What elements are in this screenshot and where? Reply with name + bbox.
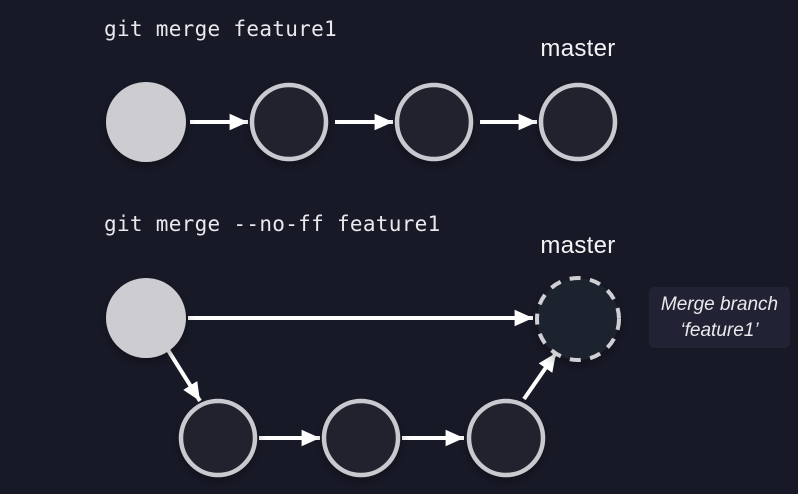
ff-command-label: git merge feature1: [104, 17, 337, 41]
branch-out-arrow: [166, 348, 202, 403]
head-commit-node: [106, 278, 186, 358]
commit-node: [249, 82, 329, 162]
ff-master-branch-label: master: [540, 35, 616, 62]
no-ff-merge-graph: [106, 276, 621, 478]
merge-commit-annotation: Merge branch ‘feature1’: [649, 287, 790, 348]
ff-merge-graph: [106, 82, 618, 162]
merge-in-arrow: [522, 351, 558, 401]
head-commit-node: [106, 82, 186, 162]
feature-commit-node: [321, 398, 401, 478]
no-ff-master-branch-label: master: [540, 232, 616, 259]
merge-commit-annotation-line2: ‘feature1’: [680, 319, 759, 341]
feature-commit-node: [178, 398, 258, 478]
no-ff-command-label: git merge --no-ff feature1: [104, 212, 441, 236]
master-commit-node: [538, 82, 618, 162]
merge-commit-annotation-line1: Merge branch: [660, 293, 779, 315]
feature-commit-node: [466, 398, 546, 478]
commit-node: [394, 82, 474, 162]
merge-commit-node-dashed: [535, 276, 621, 362]
